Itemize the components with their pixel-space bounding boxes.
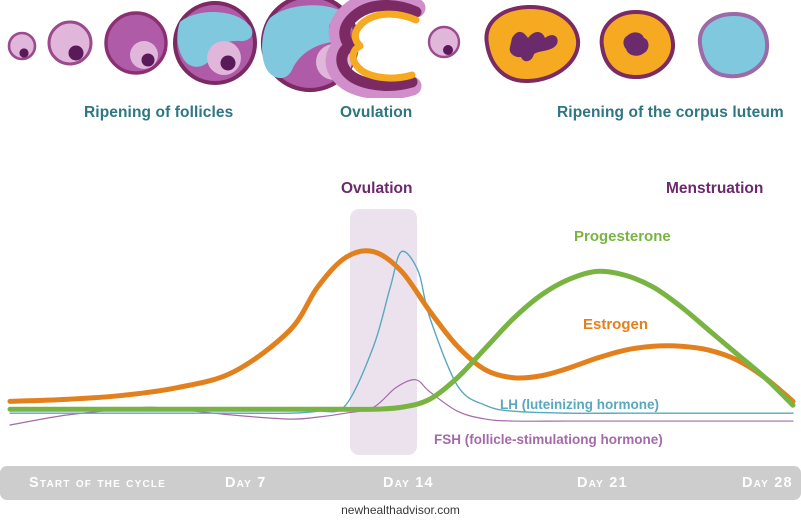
series-label-lh: LH (luteinizing hormone) <box>500 397 659 412</box>
primordial-follicle-icon <box>7 31 37 61</box>
chart-series-layer <box>7 248 796 426</box>
primary-follicle-icon <box>47 20 93 66</box>
hormone-level-chart <box>0 140 801 470</box>
axis-tick-start-of-the-cycle: Start of the cycle <box>29 475 167 491</box>
caption-ovulation: Ovulation <box>340 104 413 121</box>
corpus-luteum-early-icon <box>484 4 581 84</box>
axis-tick-day-28: Day 28 <box>742 475 793 491</box>
secondary-follicle-icon <box>104 11 168 75</box>
caption-ripening-of-the-corpus-luteum: Ripening of the corpus luteum <box>557 104 784 121</box>
chart-annotation-menstruation: Menstruation <box>666 180 764 197</box>
footer-site-credit: newhealthadvisor.com <box>341 503 460 517</box>
chart-canvas <box>7 209 796 455</box>
ruptured-follicle-icon <box>325 0 426 98</box>
series-path-lh <box>9 250 794 415</box>
axis-tick-day-14: Day 14 <box>383 475 434 491</box>
corpus-albicans-icon <box>697 11 770 79</box>
released-ovum-icon <box>427 25 461 59</box>
tertiary-follicle-icon <box>173 1 257 85</box>
axis-tick-day-7: Day 7 <box>225 475 267 491</box>
caption-ripening-of-follicles: Ripening of follicles <box>84 104 234 121</box>
ovulation-shaded-band <box>350 209 417 455</box>
series-label-fsh: FSH (follicle-stimulationg hormone) <box>434 432 663 447</box>
chart-annotation-ovulation: Ovulation <box>341 180 413 197</box>
series-path-progesterone <box>7 268 796 412</box>
axis-tick-day-21: Day 21 <box>577 475 628 491</box>
series-path-estrogen <box>7 248 796 404</box>
follicle-development-illustration <box>0 0 801 98</box>
x-axis-bar: Start of the cycle Day 7 Day 14 Day 21 D… <box>0 466 801 500</box>
series-label-progesterone: Progesterone <box>574 228 671 245</box>
series-label-estrogen: Estrogen <box>583 316 649 333</box>
corpus-luteum-mature-icon <box>599 9 675 80</box>
